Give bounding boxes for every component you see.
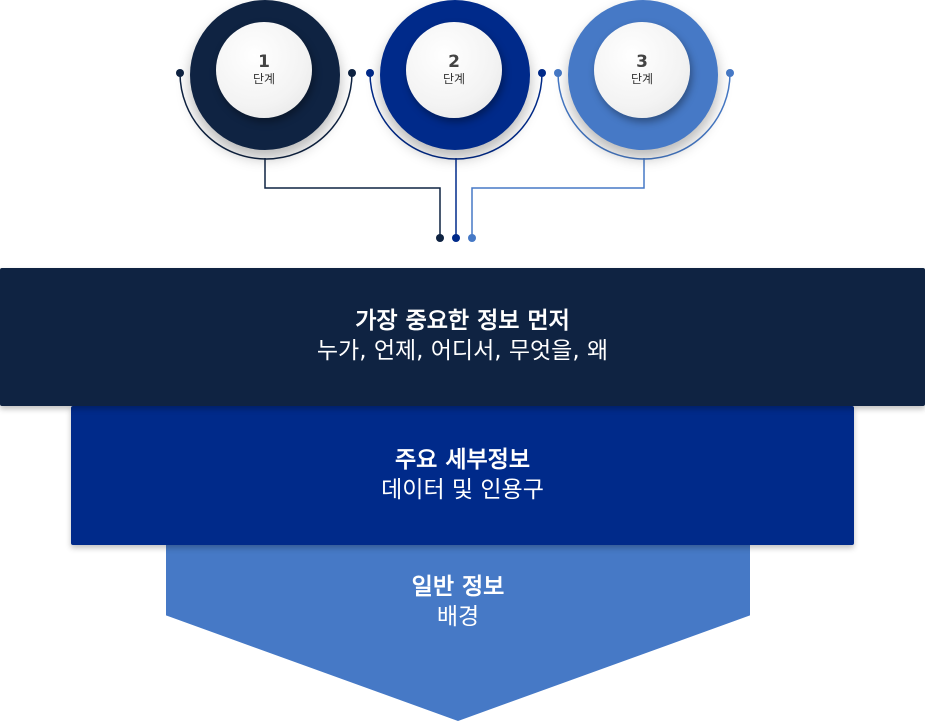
step-2-label: 단계 bbox=[442, 72, 466, 87]
pyramid-band-2: 주요 세부정보 데이터 및 인용구 bbox=[71, 406, 854, 545]
step-1-arc-end-right bbox=[348, 69, 356, 77]
step-2-number: 2 bbox=[448, 52, 460, 72]
step-1-badge: 1 단계 bbox=[216, 22, 312, 118]
step-1-arc-end-left bbox=[176, 69, 184, 77]
step-1-connector-dot bbox=[436, 234, 444, 242]
step-2-circle: 2 단계 bbox=[380, 0, 530, 150]
step-1-number: 1 bbox=[258, 52, 270, 72]
step-2-badge: 2 단계 bbox=[406, 22, 502, 118]
step-3-label: 단계 bbox=[630, 72, 654, 87]
step-3-arc-end-left bbox=[554, 69, 562, 77]
step-3-connector-dot bbox=[468, 234, 476, 242]
step-1-label: 단계 bbox=[252, 72, 276, 87]
band-1-subtitle: 누가, 언제, 어디서, 무엇을, 왜 bbox=[316, 338, 609, 364]
step-1-arc bbox=[179, 72, 353, 160]
step-3-badge: 3 단계 bbox=[594, 22, 690, 118]
step-1-circle: 1 단계 bbox=[190, 0, 340, 150]
step-2-arc-end-left bbox=[366, 69, 374, 77]
step-3-connector bbox=[471, 158, 645, 238]
band-2-subtitle: 데이터 및 인용구 bbox=[381, 476, 544, 503]
step-3-circle: 3 단계 bbox=[568, 0, 718, 150]
pyramid-band-1: 가장 중요한 정보 먼저 누가, 언제, 어디서, 무엇을, 왜 bbox=[0, 268, 925, 406]
band-3-subtitle: 배경 bbox=[436, 603, 480, 630]
step-1-connector bbox=[264, 158, 441, 238]
step-2-connector-dot bbox=[452, 234, 460, 242]
band-3-title: 일반 정보 bbox=[411, 574, 505, 600]
band-2-title: 주요 세부정보 bbox=[395, 446, 530, 473]
step-3-number: 3 bbox=[636, 52, 648, 72]
band-1-title: 가장 중요한 정보 먼저 bbox=[355, 308, 570, 335]
step-3-arc-end-right bbox=[726, 69, 734, 77]
step-2-arc-end-right bbox=[538, 69, 546, 77]
